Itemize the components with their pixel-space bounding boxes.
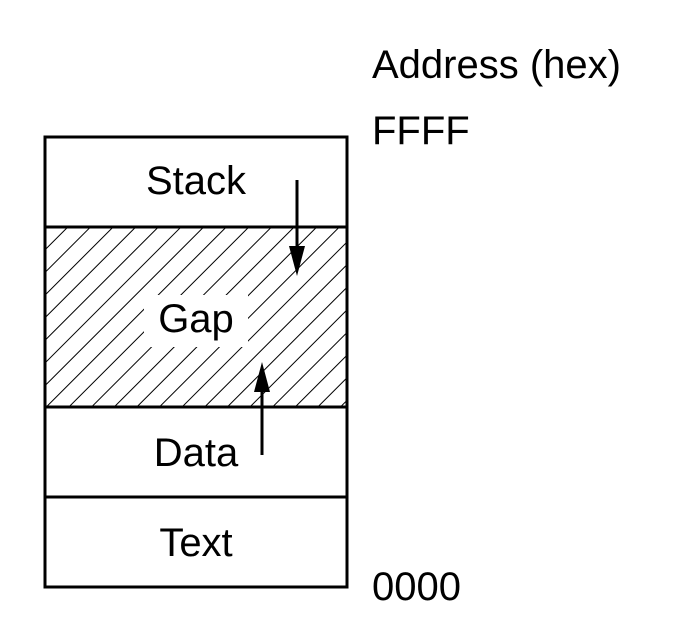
address-bottom: 0000	[372, 565, 461, 609]
text-segment	[43, 495, 349, 589]
text-label: Text	[159, 521, 232, 565]
stack-label: Stack	[146, 159, 247, 203]
address-title: Address (hex)	[372, 43, 621, 87]
gap-label: Gap	[158, 297, 234, 341]
data-segment	[43, 405, 349, 499]
gap-label-backing	[144, 295, 248, 347]
data-growth-arrow	[254, 362, 270, 455]
stack-growth-arrow	[289, 180, 305, 276]
address-top: FFFF	[372, 109, 470, 153]
data-label: Data	[154, 431, 239, 475]
